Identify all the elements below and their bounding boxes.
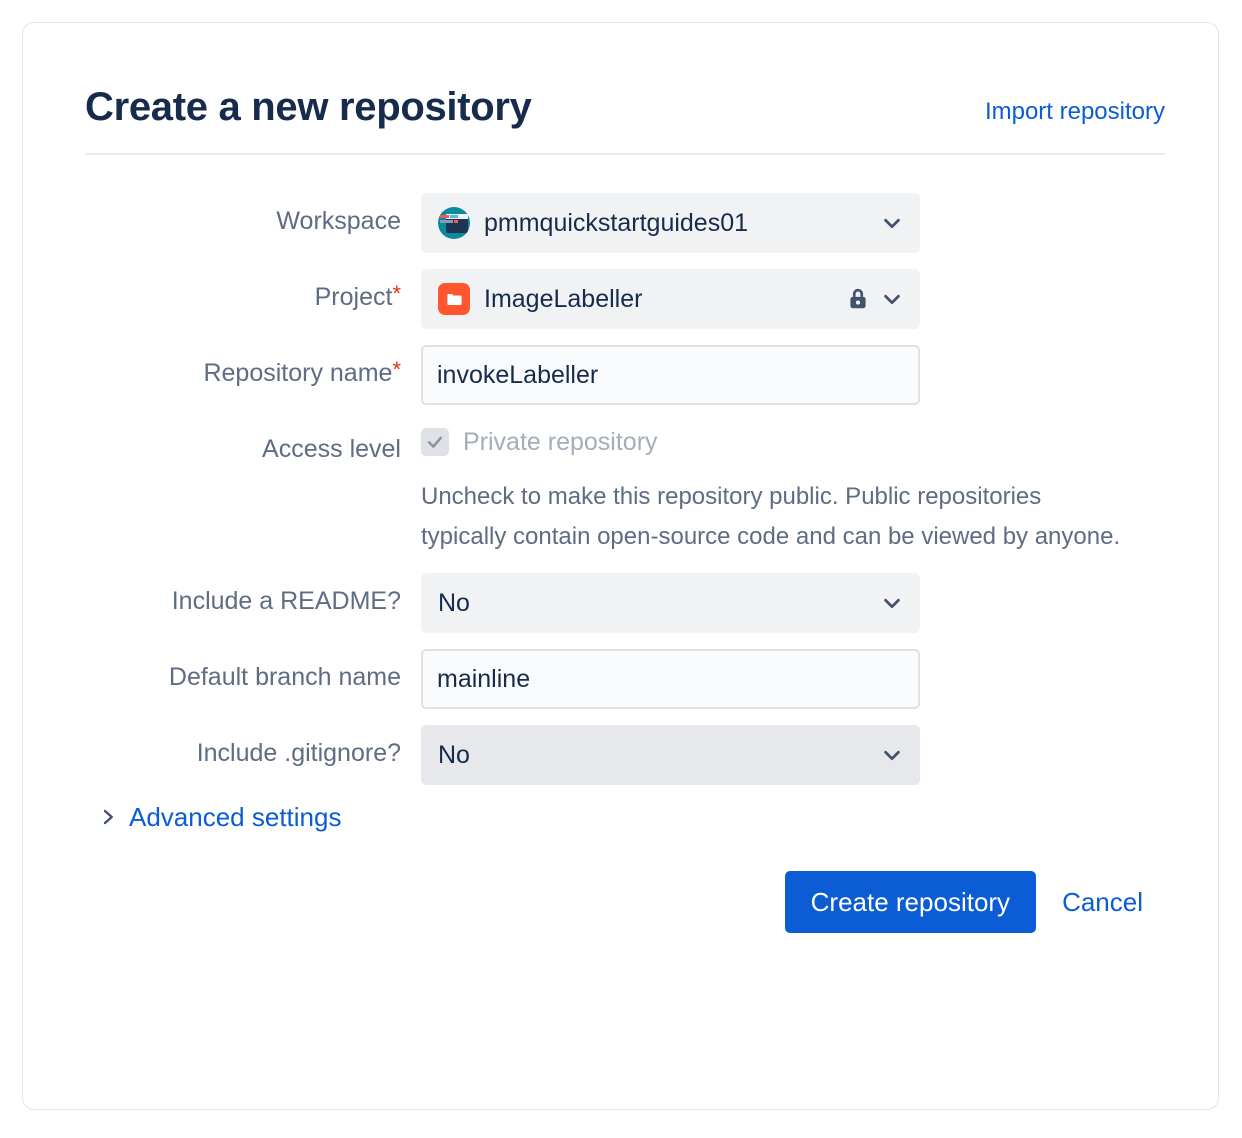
include-readme-label: Include a README? bbox=[171, 587, 401, 615]
project-field: ImageLabeller bbox=[421, 269, 1165, 329]
access-level-label: Access level bbox=[262, 435, 401, 463]
form-row-repository-name: Repository name* bbox=[85, 345, 1165, 405]
project-folder-icon bbox=[438, 283, 470, 315]
include-gitignore-select[interactable]: No bbox=[421, 725, 920, 785]
project-label: Project* bbox=[314, 281, 401, 311]
access-level-field: Private repository Uncheck to make this … bbox=[421, 421, 1165, 557]
private-repository-checkbox-row[interactable]: Private repository bbox=[421, 421, 1165, 463]
repository-name-input[interactable] bbox=[421, 345, 920, 405]
form-row-workspace: Workspace pmmquickstartguides01 bbox=[85, 193, 1165, 253]
form-row-access-level: Access level Private repository Uncheck … bbox=[85, 421, 1165, 557]
include-gitignore-label: Include .gitignore? bbox=[196, 739, 401, 767]
workspace-label: Workspace bbox=[276, 207, 401, 235]
create-repository-button[interactable]: Create repository bbox=[784, 871, 1037, 933]
include-readme-field: No bbox=[421, 573, 1165, 633]
chevron-right-icon bbox=[99, 806, 117, 828]
include-readme-selected-value: No bbox=[438, 588, 470, 617]
default-branch-input[interactable] bbox=[421, 649, 920, 709]
workspace-field: pmmquickstartguides01 bbox=[421, 193, 1165, 253]
repository-name-label: Repository name* bbox=[203, 357, 401, 387]
default-branch-field bbox=[421, 649, 1165, 709]
private-repository-checkbox[interactable] bbox=[421, 428, 449, 456]
project-required-marker: * bbox=[392, 281, 401, 306]
form-row-default-branch: Default branch name bbox=[85, 649, 1165, 709]
chevron-down-icon bbox=[881, 744, 903, 766]
check-icon bbox=[427, 436, 443, 448]
advanced-settings-toggle[interactable]: Advanced settings bbox=[99, 801, 1165, 833]
chevron-down-icon bbox=[881, 592, 903, 614]
access-level-help-text: Uncheck to make this repository public. … bbox=[421, 483, 1121, 550]
form-row-include-gitignore: Include .gitignore? No bbox=[85, 725, 1165, 785]
import-repository-link[interactable]: Import repository bbox=[984, 98, 1165, 125]
form-row-project: Project* ImageLabeller bbox=[85, 269, 1165, 329]
private-repository-label: Private repository bbox=[463, 428, 658, 456]
card-content: Create a new repository Import repositor… bbox=[85, 83, 1165, 933]
include-readme-select[interactable]: No bbox=[421, 573, 920, 633]
include-gitignore-field: No bbox=[421, 725, 1165, 785]
form-footer: Create repository Cancel bbox=[85, 871, 1165, 933]
card-header: Create a new repository Import repositor… bbox=[85, 83, 1165, 155]
repository-name-field bbox=[421, 345, 1165, 405]
project-select[interactable]: ImageLabeller bbox=[421, 269, 920, 329]
advanced-settings-link[interactable]: Advanced settings bbox=[129, 802, 342, 832]
create-repository-form: Workspace pmmquickstartguides01 bbox=[85, 155, 1165, 933]
chevron-down-icon bbox=[881, 288, 903, 310]
workspace-selected-value: pmmquickstartguides01 bbox=[484, 208, 749, 237]
page-title: Create a new repository bbox=[85, 85, 532, 129]
workspace-select[interactable]: pmmquickstartguides01 bbox=[421, 193, 920, 253]
create-repository-card: Create a new repository Import repositor… bbox=[22, 22, 1219, 1110]
default-branch-label: Default branch name bbox=[168, 663, 401, 691]
cancel-button[interactable]: Cancel bbox=[1058, 879, 1147, 925]
project-selected-value: ImageLabeller bbox=[484, 284, 643, 313]
lock-icon bbox=[845, 286, 871, 312]
workspace-avatar-icon bbox=[438, 207, 470, 239]
chevron-down-icon bbox=[881, 212, 903, 234]
repository-name-required-marker: * bbox=[392, 357, 401, 382]
form-row-include-readme: Include a README? No bbox=[85, 573, 1165, 633]
include-gitignore-selected-value: No bbox=[438, 740, 470, 769]
